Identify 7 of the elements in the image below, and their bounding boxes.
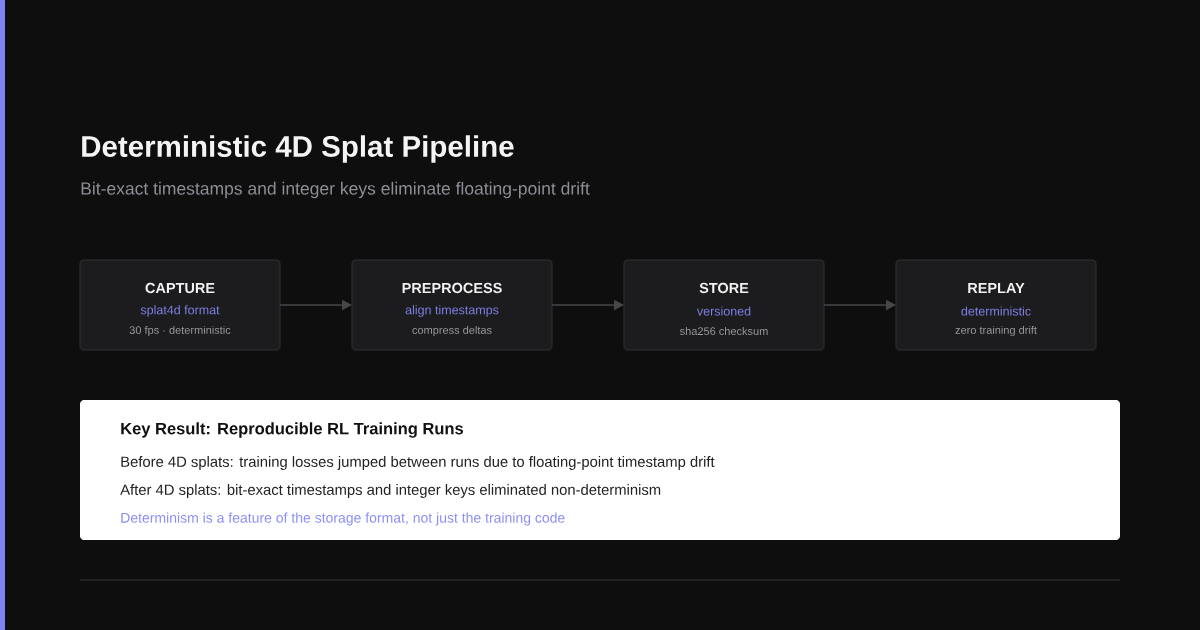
stage-box: PREPROCESS align timestamps compress deltas [351,259,553,351]
stage-box: CAPTURE splat4d format 30 fps · deterministic [79,259,281,351]
stage-box: STORE versioned sha256 checksum [623,259,825,351]
subtitle: Bit-exact timestamps and integer keys eliminate floating-point drift [81,181,590,199]
title: Deterministic 4D Splat Pipeline [82,135,514,163]
stage-box: REPLAY deterministic zero training drift [895,259,1097,351]
result-card: Key Result: Reproducible RL Training Runs Before 4D splats: training losses jumped between runs due to floating-point timestamp drift After 4D splats: bit-exact timestamps and integer keys eliminated non-determinism Determinism is a feature of the storage format, not just the training code [80,400,1120,540]
